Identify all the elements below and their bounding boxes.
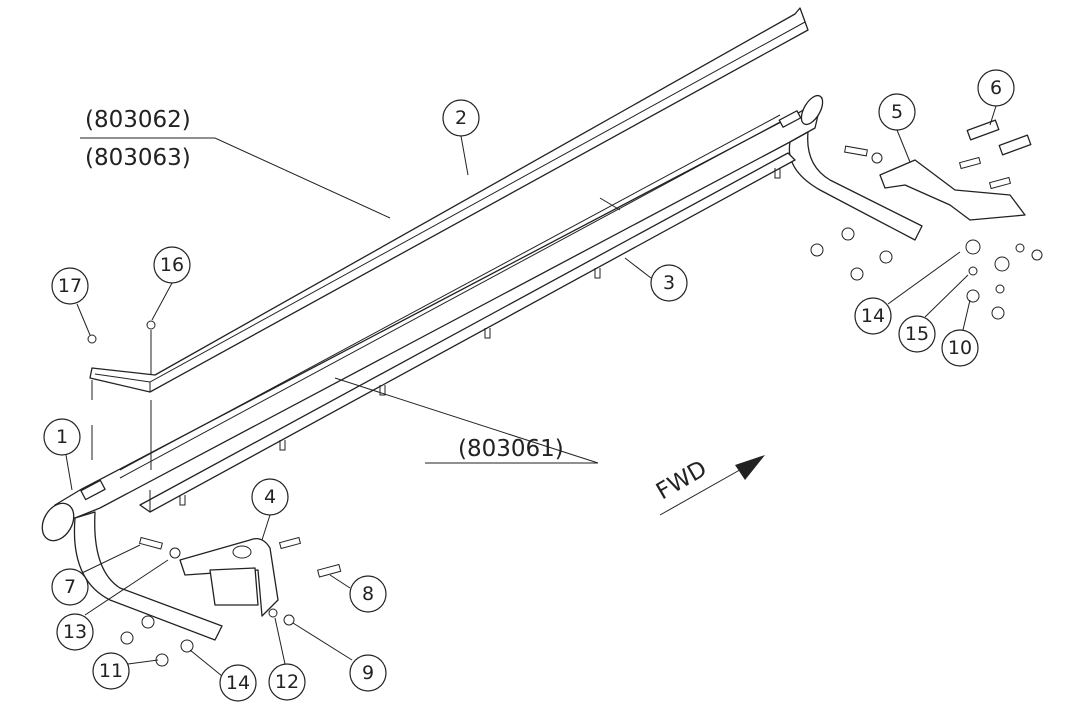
svg-text:11: 11: [99, 660, 123, 682]
svg-text:13: 13: [63, 621, 87, 643]
svg-text:15: 15: [905, 323, 929, 345]
forward-direction-indicator: FWD: [652, 455, 765, 516]
balloon-13: 13: [56, 613, 94, 651]
left-bracket: [179, 537, 279, 617]
balloon-4: 4: [251, 478, 289, 516]
balloon-6: 6: [977, 69, 1015, 107]
balloon-2: 2: [442, 99, 480, 137]
balloon-3: 3: [650, 264, 688, 302]
svg-text:7: 7: [64, 576, 76, 598]
svg-text:6: 6: [990, 77, 1002, 99]
part-number-lower: (803061): [458, 436, 564, 462]
svg-text:12: 12: [275, 671, 299, 693]
svg-text:17: 17: [58, 275, 82, 297]
lower-rail: [139, 152, 796, 513]
balloon-9: 9: [349, 654, 387, 692]
fwd-label: FWD: [652, 456, 711, 505]
part-number-upper-a: (803062): [85, 107, 191, 133]
main-tube: [41, 94, 923, 641]
arrow-icon: [735, 455, 765, 480]
svg-text:14: 14: [861, 305, 885, 327]
upper-plate: [89, 7, 809, 393]
svg-text:3: 3: [663, 272, 675, 294]
svg-text:8: 8: [362, 583, 374, 605]
leader-lines: [65, 105, 997, 677]
svg-text:1: 1: [56, 426, 68, 448]
right-bracket: [879, 119, 1032, 221]
balloon-16: 16: [153, 246, 191, 284]
svg-text:14: 14: [226, 672, 250, 694]
svg-text:2: 2: [455, 107, 467, 129]
balloon-15: 15: [898, 315, 936, 353]
svg-text:9: 9: [362, 662, 374, 684]
balloon-8: 8: [349, 575, 387, 613]
balloon-7: 7: [51, 568, 89, 606]
svg-text:4: 4: [264, 486, 276, 508]
balloon-11: 11: [92, 652, 130, 690]
balloon-10: 10: [941, 329, 979, 367]
balloon-1: 1: [43, 418, 81, 456]
hardware: [87, 145, 1043, 667]
balloon-14-left: 14: [219, 664, 257, 702]
balloon-12: 12: [268, 663, 306, 701]
svg-text:5: 5: [891, 101, 903, 123]
balloon-14-right: 14: [854, 297, 892, 335]
part-number-upper-b: (803063): [85, 145, 191, 171]
balloon-17: 17: [51, 267, 89, 305]
balloon-5: 5: [878, 93, 916, 131]
svg-text:16: 16: [160, 254, 184, 276]
svg-text:10: 10: [948, 337, 972, 359]
